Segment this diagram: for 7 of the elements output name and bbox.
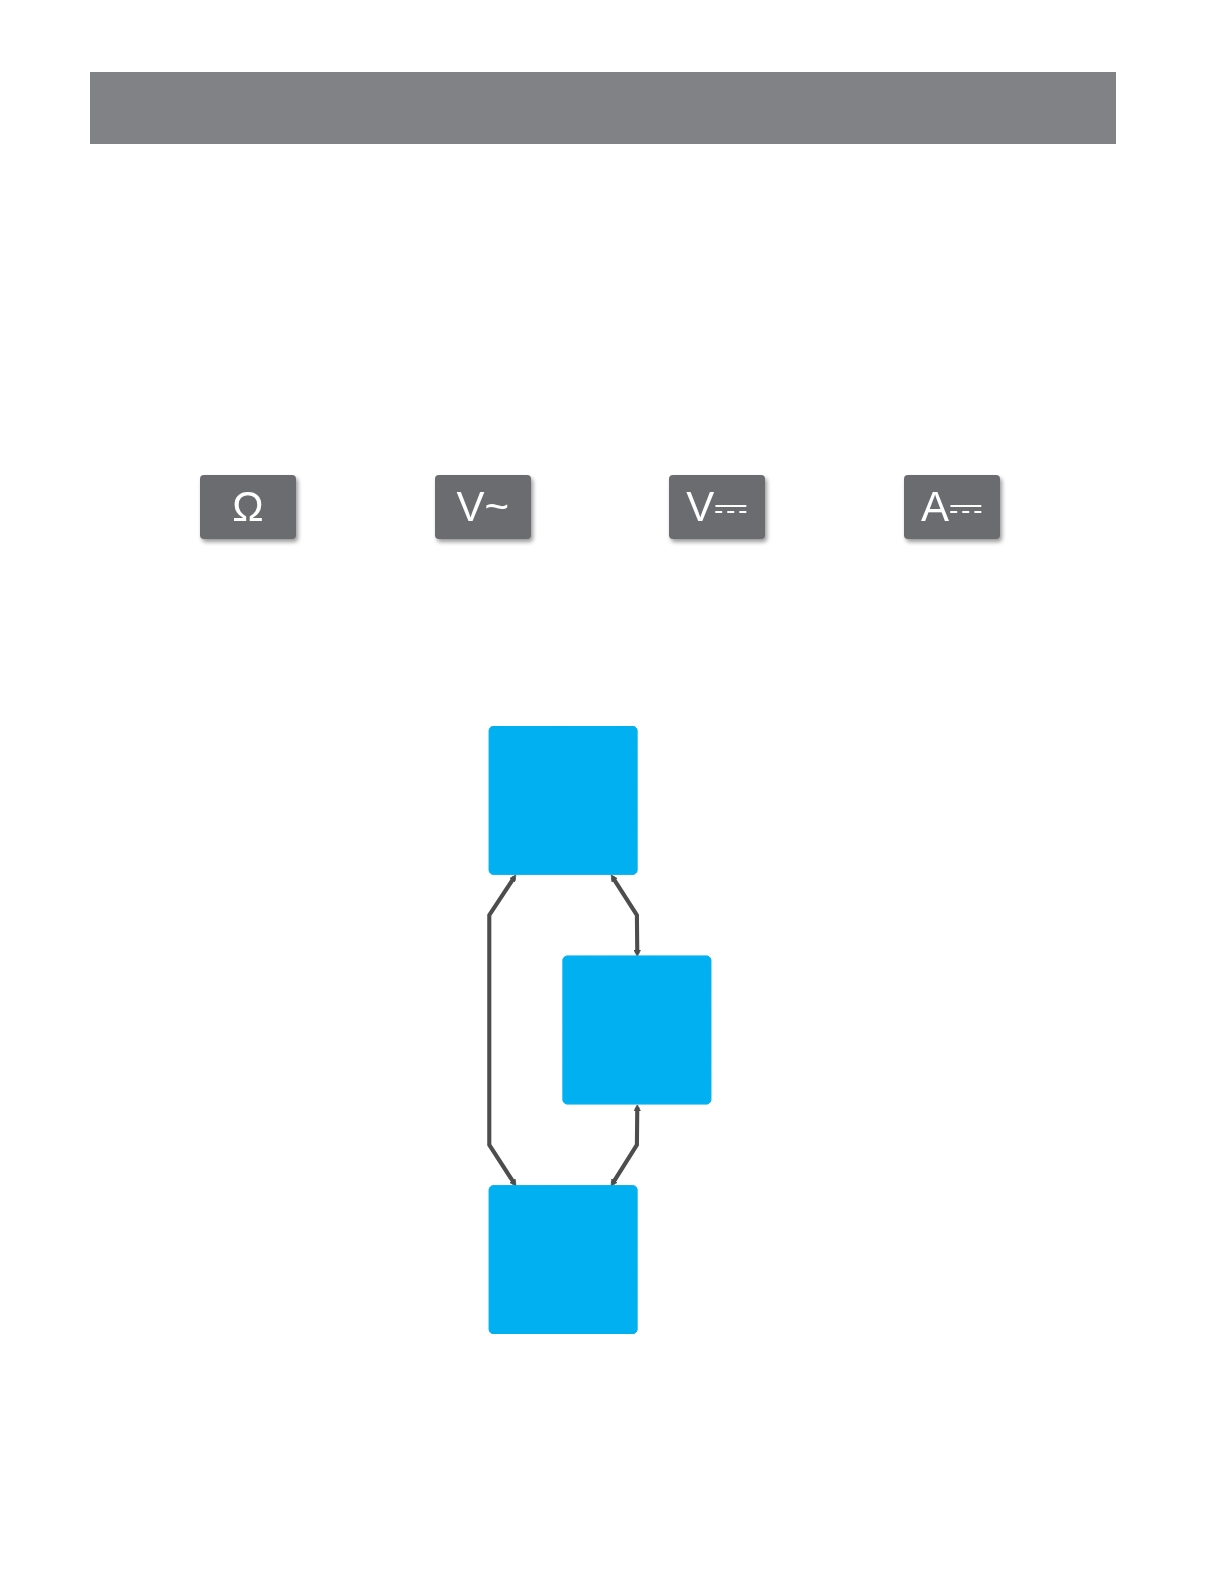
meter-key: Ω (200, 475, 296, 539)
meter-key: V~ (434, 475, 531, 539)
arrow (610, 874, 641, 957)
arrow (487, 874, 517, 1187)
meter-key: V⎓ (669, 475, 766, 539)
meter-key: A⎓ (903, 475, 1000, 539)
arrow (610, 1104, 641, 1187)
